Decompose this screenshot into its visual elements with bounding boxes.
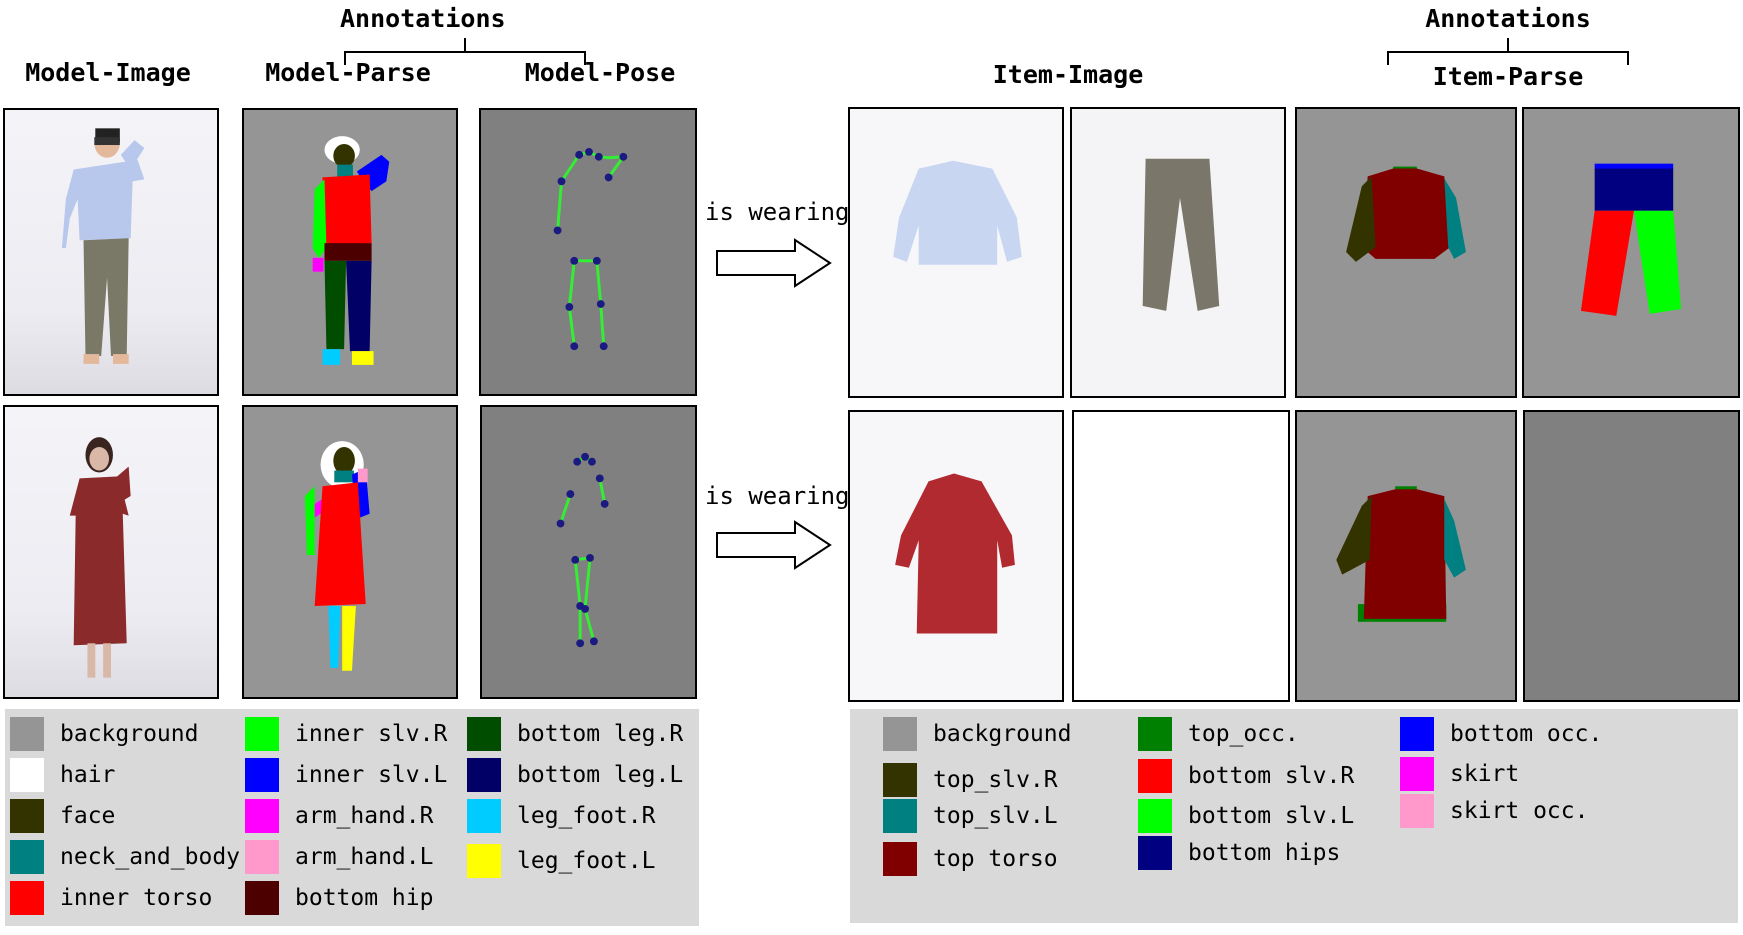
model-parse-2: [242, 405, 458, 699]
item-parse-2b: [1523, 410, 1740, 702]
legend-label: bottom occ.: [1450, 721, 1603, 747]
legend-label: face: [60, 803, 116, 829]
model-image-2: [3, 405, 219, 699]
model-photo-figure-2: [69, 437, 131, 678]
legend-swatch: [1400, 717, 1434, 751]
legend-label: leg_foot.L: [517, 848, 656, 874]
pose-skeleton-1: [553, 147, 628, 351]
legend-swatch: [467, 758, 501, 792]
legend-label: skirt: [1450, 761, 1520, 787]
item-image-2b: [1072, 410, 1290, 702]
legend-swatch: [883, 799, 917, 833]
legend-swatch: [10, 799, 44, 833]
model-legend: background hair face neck_and_body inner…: [5, 709, 699, 926]
model-parse-header: Model-Parse: [265, 58, 431, 87]
legend-swatch: [10, 881, 44, 915]
legend-swatch: [883, 717, 917, 751]
trousers-item: [1142, 158, 1220, 311]
legend-swatch: [1138, 836, 1172, 870]
model-image-header: Model-Image: [25, 58, 191, 87]
model-pose-2: [480, 405, 697, 699]
annotations-header-right: Annotations: [1425, 4, 1591, 33]
legend-swatch: [245, 840, 279, 874]
legend-label: bottom hips: [1188, 840, 1341, 866]
legend-label: top_occ.: [1188, 721, 1299, 747]
item-image-1a: [848, 107, 1064, 398]
annotations-header-left: Annotations: [340, 4, 506, 33]
legend-label: leg_foot.R: [517, 803, 656, 829]
model-parse-figure-1: [312, 136, 390, 365]
shirt-item: [895, 473, 1015, 634]
right-arrow-icon-1: [716, 238, 832, 288]
is-wearing-label-1: is wearing: [705, 198, 850, 226]
annotations-brace-right: [1387, 38, 1629, 65]
item-parse-1b: [1522, 107, 1740, 398]
top-parse-1: [1346, 166, 1466, 262]
legend-label: neck_and_body: [60, 844, 241, 870]
legend-swatch: [467, 844, 501, 878]
legend-label: background: [60, 721, 199, 747]
legend-swatch: [245, 881, 279, 915]
item-parse-2a: [1295, 410, 1517, 702]
item-image-1b: [1070, 107, 1286, 398]
sweater-item: [893, 160, 1022, 265]
top-parse-2: [1336, 486, 1466, 622]
legend-label: bottom leg.R: [517, 721, 684, 747]
legend-label: inner torso: [60, 885, 213, 911]
is-wearing-label-2: is wearing: [705, 482, 850, 510]
pose-skeleton-2: [556, 452, 609, 648]
annotations-brace-left: [344, 38, 586, 65]
item-legend: background top_slv.R top_slv.L top torso…: [850, 709, 1738, 923]
legend-label: arm_hand.R: [295, 803, 434, 829]
legend-label: skirt occ.: [1450, 798, 1589, 824]
legend-swatch: [245, 799, 279, 833]
legend-label: background: [933, 721, 1072, 747]
legend-swatch: [245, 717, 279, 751]
legend-swatch: [10, 758, 44, 792]
item-parse-1a: [1295, 107, 1517, 398]
model-image-1: [3, 108, 219, 396]
model-pose-header: Model-Pose: [524, 58, 676, 87]
legend-swatch: [1138, 717, 1172, 751]
legend-label: bottom leg.L: [517, 762, 684, 788]
legend-swatch: [1138, 799, 1172, 833]
model-pose-1: [479, 108, 697, 396]
legend-label: bottom hip: [295, 885, 434, 911]
legend-label: top_slv.R: [933, 767, 1058, 793]
item-image-header: Item-Image: [992, 60, 1144, 89]
legend-label: bottom slv.L: [1188, 803, 1355, 829]
legend-label: bottom slv.R: [1188, 763, 1355, 789]
legend-label: hair: [60, 762, 116, 788]
legend-label: inner slv.L: [295, 762, 448, 788]
legend-swatch: [883, 763, 917, 797]
item-image-2a: [848, 410, 1064, 702]
legend-swatch: [1400, 757, 1434, 791]
model-photo-figure-1: [61, 128, 145, 364]
legend-label: inner slv.R: [295, 721, 448, 747]
legend-swatch: [467, 717, 501, 751]
item-parse-header: Item-Parse: [1432, 62, 1584, 91]
legend-swatch: [883, 842, 917, 876]
legend-swatch: [10, 717, 44, 751]
legend-swatch: [1400, 794, 1434, 828]
bottom-parse-1: [1580, 163, 1682, 316]
legend-label: top_slv.L: [933, 803, 1058, 829]
legend-swatch: [10, 840, 44, 874]
model-parse-1: [242, 108, 458, 396]
legend-swatch: [467, 799, 501, 833]
model-parse-figure-2: [304, 441, 370, 671]
legend-label: arm_hand.L: [295, 844, 434, 870]
legend-label: top torso: [933, 846, 1058, 872]
legend-swatch: [245, 758, 279, 792]
right-arrow-icon-2: [716, 520, 832, 570]
legend-swatch: [1138, 759, 1172, 793]
